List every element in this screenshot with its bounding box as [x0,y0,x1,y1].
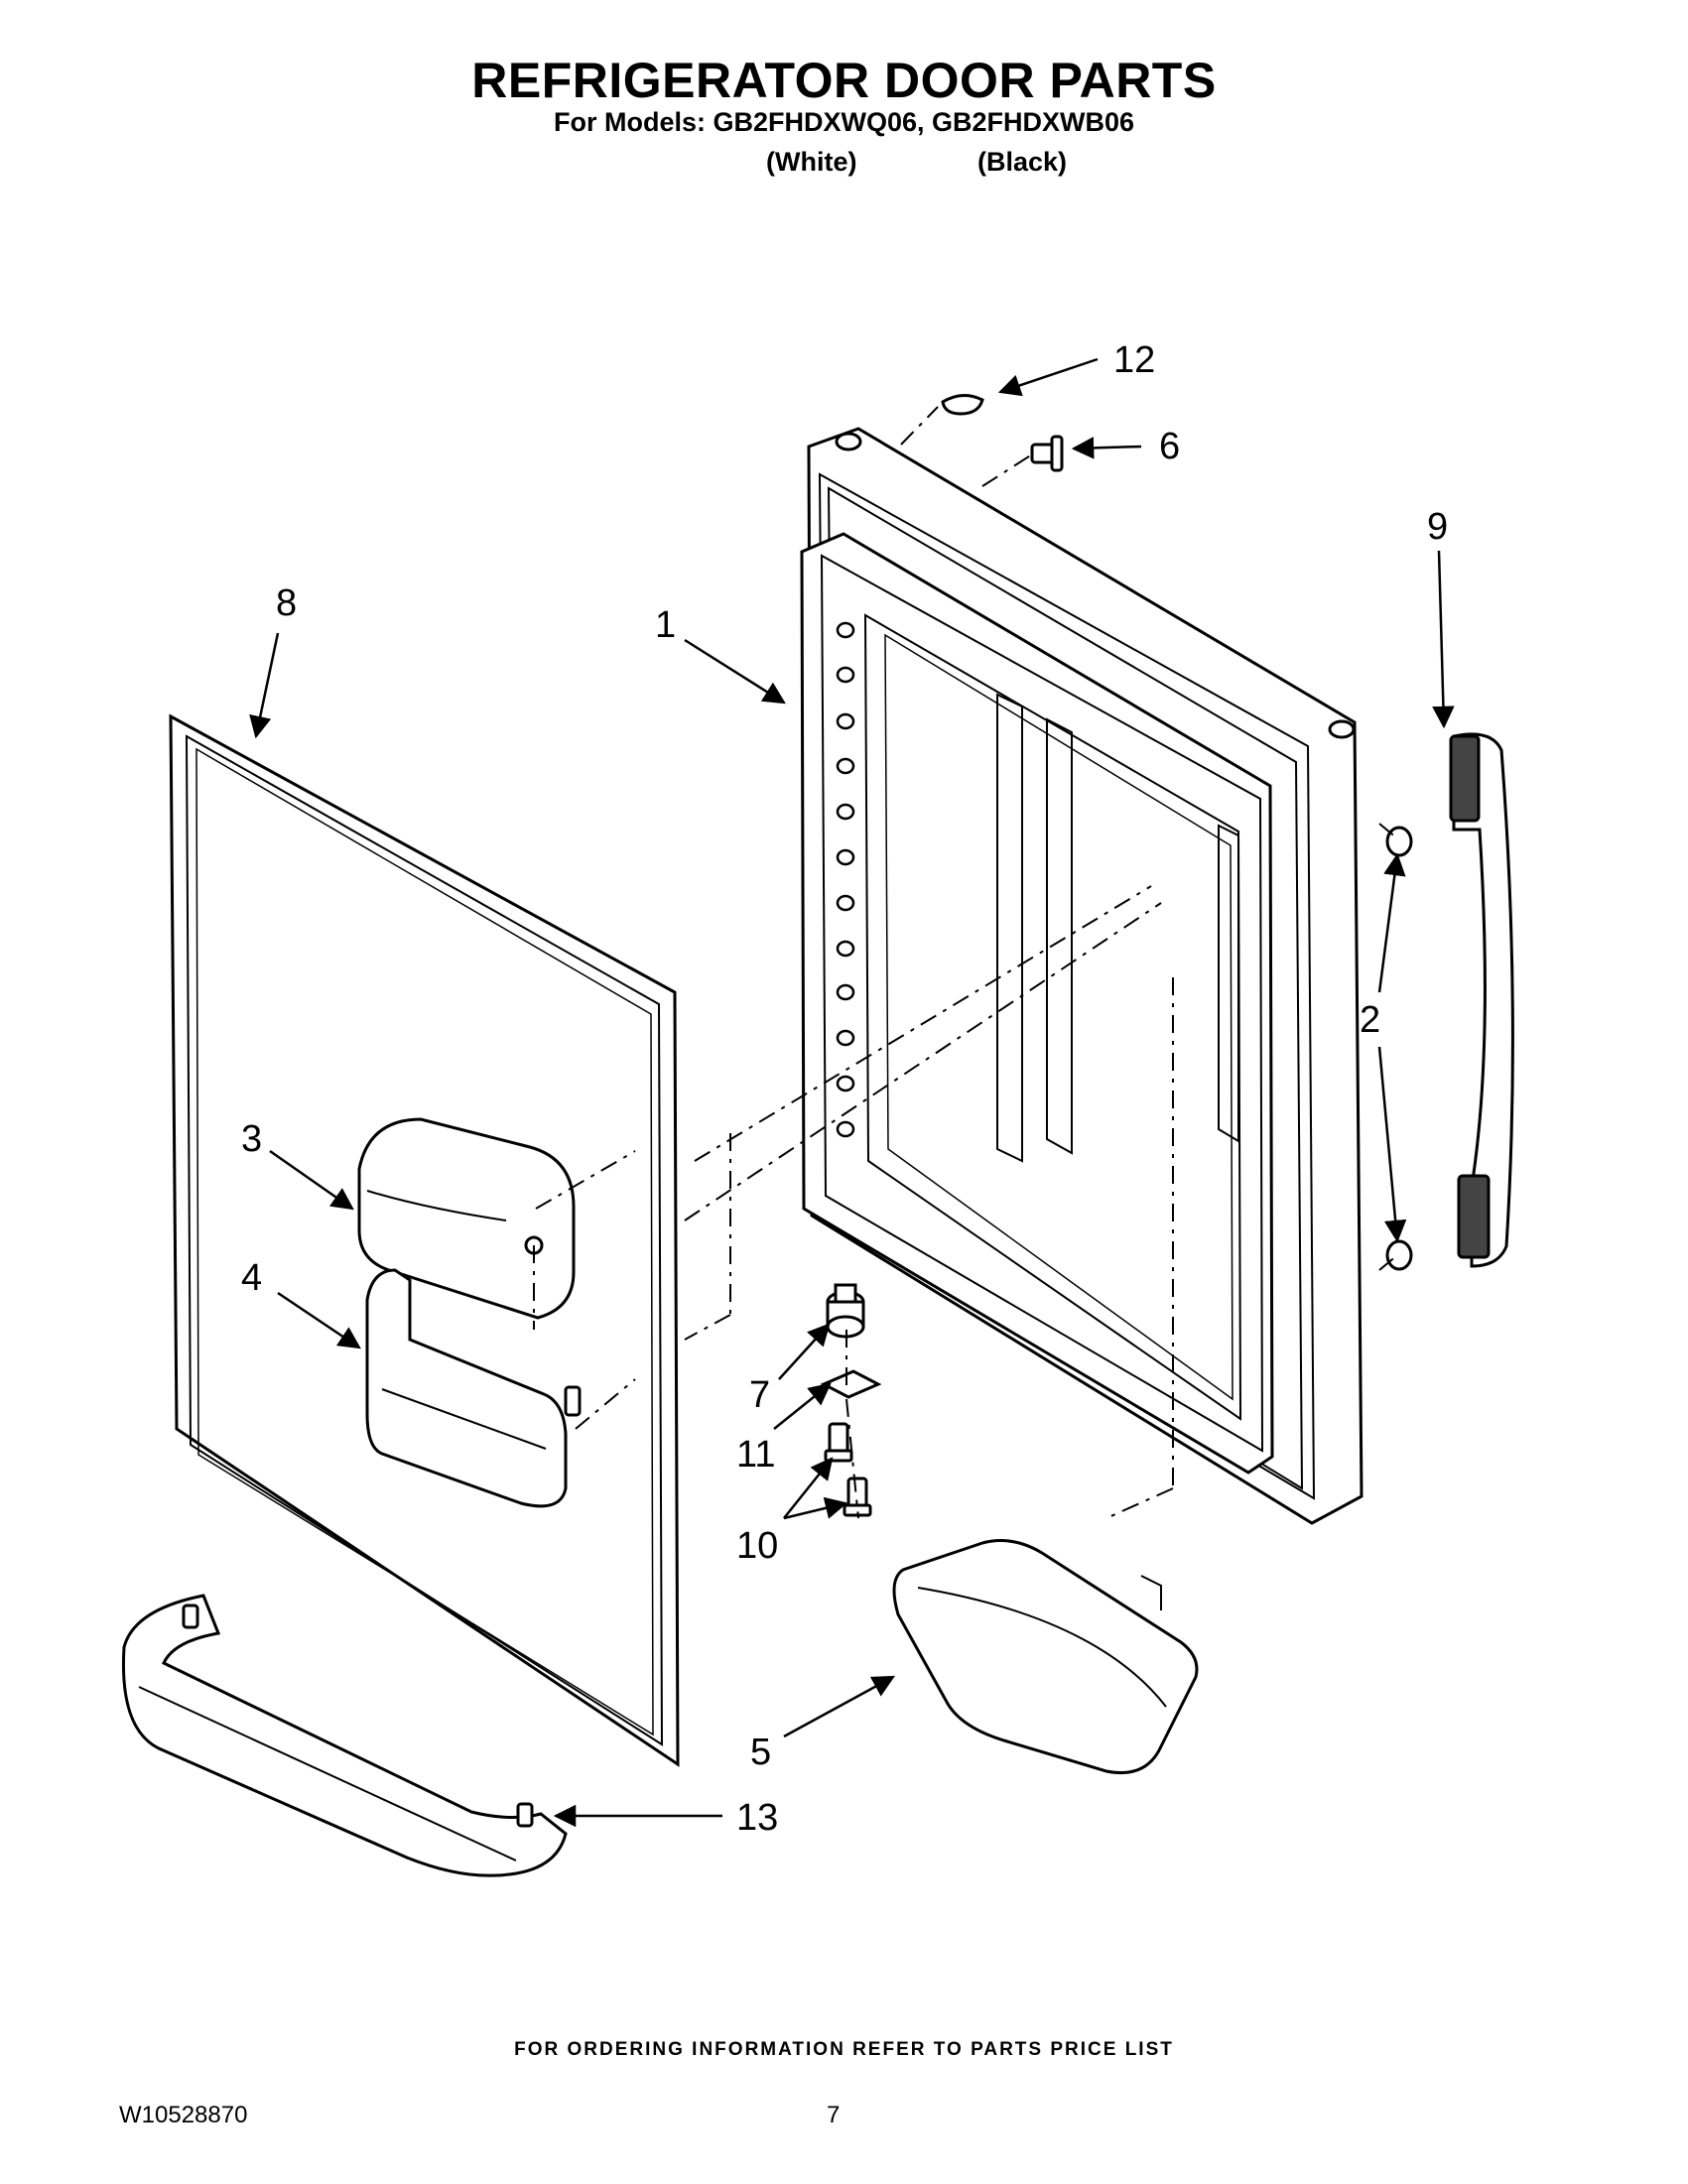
callout-5: 5 [750,1732,771,1773]
part-4-dispenser-tray [365,1268,582,1508]
document-number: W10528870 [119,2102,248,2128]
callout-12: 12 [1113,339,1155,381]
variant-white: (White) [766,147,857,177]
callout-2: 2 [1360,999,1380,1041]
part-11-hinge-plate [820,1369,882,1399]
part-6-screw [1030,435,1064,472]
part-3-dispenser-cover [357,1117,576,1320]
part-13-door-bin-large [121,1594,568,1877]
callout-10: 10 [736,1525,778,1567]
part-1-door-frame [800,427,1363,1525]
part-10-screws [824,1422,872,1517]
callout-labels: 12 6 9 1 8 2 3 4 7 11 10 5 13 [241,339,1448,1839]
callout-7: 7 [749,1374,770,1416]
part-5-door-bin [892,1539,1199,1775]
ordering-note: FOR ORDERING INFORMATION REFER TO PARTS … [514,2039,1174,2060]
page-number: 7 [827,2102,841,2128]
model-list: For Models: GB2FHDXWQ06, GB2FHDXWB06 [553,107,1135,137]
leader-arrows [249,357,1455,1828]
part-12-ring [941,394,984,416]
variant-black: (Black) [977,147,1068,177]
assembly-guide-lines [533,406,1398,1519]
callout-8: 8 [276,582,297,624]
part-9-door-handle [1449,732,1514,1268]
part-2-handle-studs [1385,826,1413,1271]
callout-9: 9 [1427,506,1448,548]
callout-11: 11 [736,1434,775,1476]
callout-6: 6 [1159,426,1180,467]
callout-3: 3 [241,1118,262,1160]
callout-13: 13 [736,1797,778,1839]
callout-4: 4 [241,1257,262,1299]
part-7-hinge-cam [826,1283,865,1339]
page-title: REFRIGERATOR DOOR PARTS [471,53,1217,108]
callout-1: 1 [655,604,676,646]
